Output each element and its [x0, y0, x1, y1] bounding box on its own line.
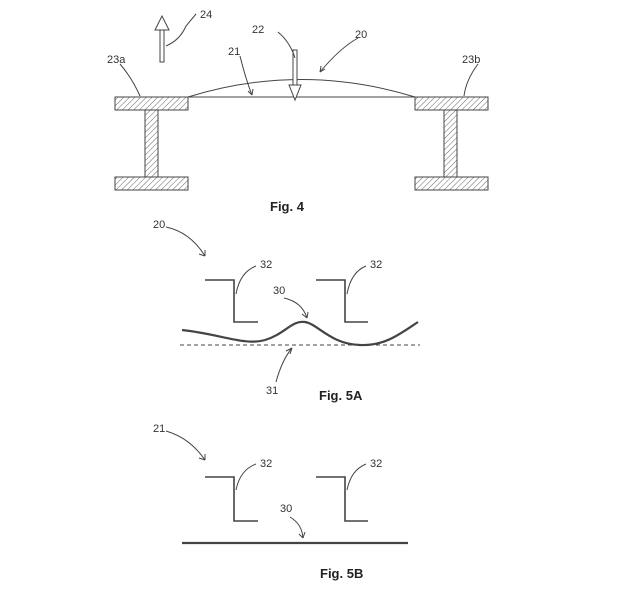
caption-fig4: Fig. 4 — [270, 199, 305, 214]
leader-23b — [463, 63, 479, 97]
left-support-23a — [114, 96, 189, 191]
leader-30-5b — [289, 516, 304, 539]
ref-32-5b-right: 32 — [370, 458, 382, 470]
ref-24: 24 — [200, 9, 212, 21]
leader-32-5a-right — [346, 265, 367, 295]
ref-30-5b: 30 — [280, 503, 292, 515]
step-element-32-left — [205, 279, 258, 323]
ref-31: 31 — [266, 385, 278, 397]
up-arrow-24 — [154, 14, 170, 63]
leader-32-5b-left — [235, 463, 257, 491]
leader-22 — [277, 31, 296, 59]
leader-21-top — [239, 55, 253, 96]
step-element-32-left-5b — [205, 476, 258, 522]
fig5a-diagram: 20 32 32 30 31 Fig. 5A — [153, 219, 420, 403]
leader-20-5a — [165, 226, 206, 257]
caption-fig5a: Fig. 5A — [319, 388, 363, 403]
leader-32-5b-right — [346, 463, 367, 491]
ref-23b: 23b — [462, 54, 480, 66]
ref-22: 22 — [252, 24, 264, 36]
ref-20-top: 20 — [355, 29, 367, 41]
ref-21-5b: 21 — [153, 423, 165, 435]
leader-20-top — [319, 37, 359, 73]
leader-30-5a — [283, 297, 308, 319]
ref-32-5b-left: 32 — [260, 458, 272, 470]
ref-20-5a: 20 — [153, 219, 165, 231]
caption-fig5b: Fig. 5B — [320, 566, 363, 581]
ref-32-5a-left: 32 — [260, 259, 272, 271]
bulged-membrane-20 — [187, 79, 416, 98]
step-element-32-right-5b — [316, 476, 368, 522]
step-element-32-right — [316, 279, 368, 323]
ref-32-5a-right: 32 — [370, 259, 382, 271]
ref-30-5a: 30 — [273, 285, 285, 297]
ref-23a: 23a — [107, 54, 126, 66]
leader-23a — [119, 63, 141, 97]
leader-21-5b — [165, 430, 206, 461]
leader-24 — [165, 13, 197, 47]
ref-21-top: 21 — [228, 46, 240, 58]
leader-32-5a-left — [235, 265, 257, 295]
right-support-23b — [414, 96, 489, 191]
fig5b-diagram: 21 32 32 30 Fig. 5B — [153, 423, 408, 581]
leader-31 — [275, 347, 293, 383]
down-arrow-22 — [288, 49, 302, 102]
wavy-membrane-30 — [181, 320, 419, 347]
fig4-diagram: 24 22 20 21 23a 23b Fig. 4 — [107, 9, 489, 214]
